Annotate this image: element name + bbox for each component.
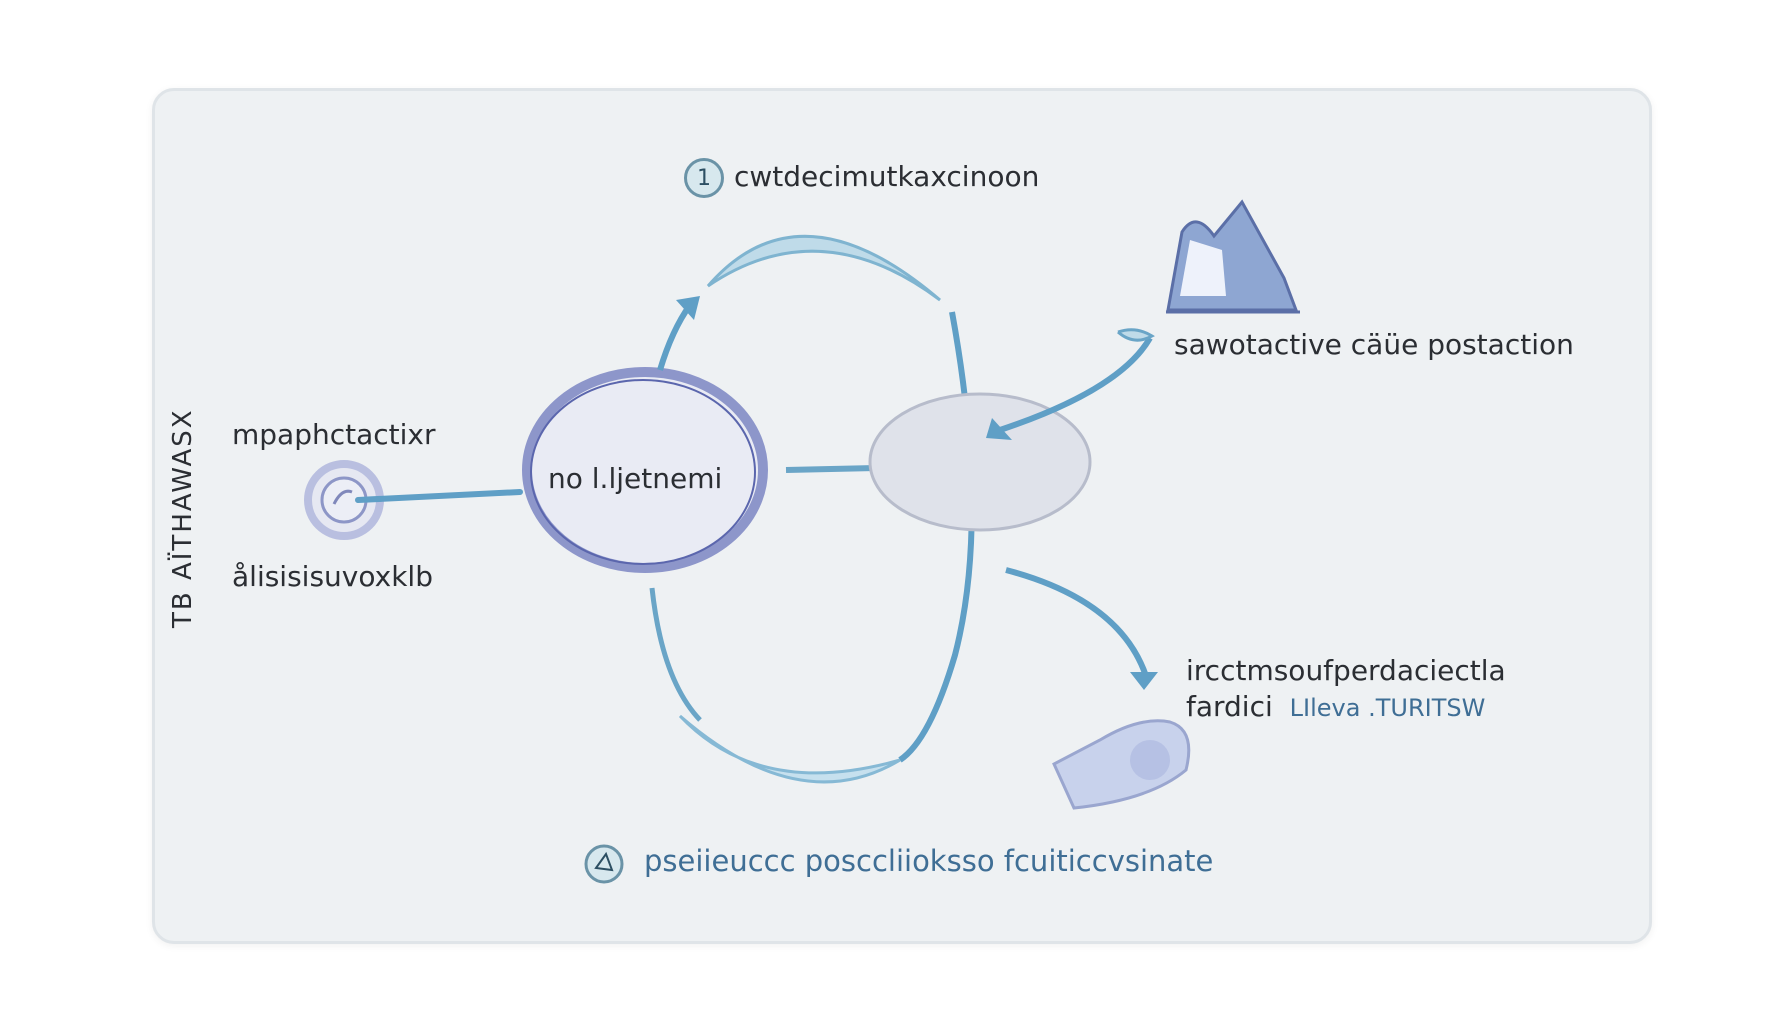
diagram-panel	[152, 88, 1652, 944]
top-arc	[706, 234, 941, 302]
target-icon	[304, 460, 384, 540]
middle-connector	[785, 465, 877, 473]
right-bottom-line2-blue: LIleva .TURITSW	[1289, 694, 1486, 722]
mountain-icon	[1166, 199, 1300, 314]
right-bottom-line2: fardici LIleva .TURITSW	[1186, 690, 1485, 723]
gray-node	[868, 392, 1092, 532]
bottom-arc	[678, 714, 901, 784]
flag-icon	[1052, 719, 1191, 810]
center-node	[522, 367, 768, 573]
main-loop	[898, 311, 975, 763]
step-badge: 1	[684, 158, 724, 198]
left-top-label: mpaphctactixr	[232, 418, 436, 451]
lower-left-arc	[649, 587, 702, 722]
pin-icon	[584, 844, 624, 884]
left-bottom-label: ålisisisuvoxklb	[232, 560, 433, 593]
center-label: no l.ljetnemi	[548, 462, 723, 495]
right-bottom-line2-dark: fardici	[1186, 690, 1273, 723]
left-vertical-label: TB AÏTHAWASX	[168, 408, 198, 628]
right-top-label: sawotactive cäüe postaction	[1174, 328, 1574, 361]
right-bottom-arrow	[1005, 567, 1149, 677]
top-label: cwtdecimutkaxcinoon	[734, 160, 1040, 193]
up-arrow	[657, 303, 693, 371]
right-bottom-line1: ircctmsoufperdaciectla	[1186, 654, 1506, 687]
bottom-label: pseiieuccc posccliioksso fcuiticcvsinate	[644, 844, 1214, 878]
right-top-arrow	[999, 336, 1153, 433]
left-connector	[355, 489, 523, 503]
